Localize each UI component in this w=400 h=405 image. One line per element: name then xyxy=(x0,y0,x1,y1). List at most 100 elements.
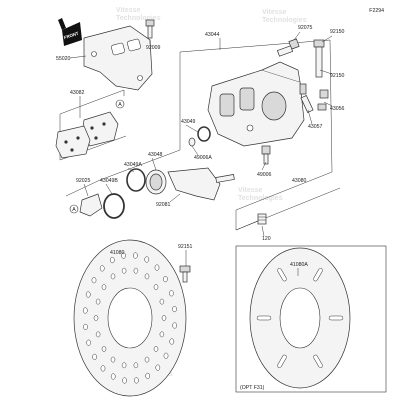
svg-text:Technologies: Technologies xyxy=(262,17,307,24)
brake-disc-41080 xyxy=(73,239,187,397)
disc-hole xyxy=(133,252,138,259)
disc-slot xyxy=(313,354,323,368)
disc-hole xyxy=(121,252,126,259)
part-label-43049b: 43049B xyxy=(100,178,118,184)
part-label-43049: 43049 xyxy=(181,119,196,125)
part-label-41080a: 41080A xyxy=(290,262,308,268)
piston-43048 xyxy=(145,169,167,195)
leader-lines xyxy=(69,31,333,276)
disc-hole xyxy=(159,298,165,305)
disc-slot xyxy=(313,268,323,282)
disc-hole xyxy=(95,298,101,305)
svg-text:A: A xyxy=(72,207,76,213)
part-label-55020: 55020 xyxy=(56,56,71,62)
part-label-92151: 92151 xyxy=(178,244,193,250)
disc-hole xyxy=(110,273,116,280)
part-labels: 92009 55020 43044 92075 92150 92150 4308… xyxy=(56,25,345,391)
disc-hole xyxy=(153,284,159,290)
disc-hole xyxy=(121,362,127,369)
piston-seal-43049a xyxy=(126,168,146,192)
part-label-120: 120 xyxy=(262,236,271,242)
disc-hole xyxy=(133,267,139,274)
front-arrow-icon: FRONT xyxy=(58,18,82,46)
disc-hole xyxy=(110,373,116,380)
disc-hole xyxy=(83,323,88,330)
part-label-92075: 92075 xyxy=(298,25,313,31)
plug-120 xyxy=(257,213,267,225)
front-badge-label: FRONT xyxy=(63,31,79,41)
disc-hole xyxy=(110,356,116,363)
slide-pin-92075 xyxy=(276,38,300,57)
bolt-92009 xyxy=(145,19,155,39)
part-label-92150b: 92150 xyxy=(330,73,345,79)
disc-bolt-92151 xyxy=(179,265,191,283)
callout-a-marker: A A xyxy=(69,99,125,214)
bolt-92150 xyxy=(299,39,329,99)
disc-hole xyxy=(121,267,127,274)
disc-hole xyxy=(163,276,168,283)
disc-hole xyxy=(144,356,150,363)
svg-text:Technologies: Technologies xyxy=(238,195,283,202)
disc-hole xyxy=(109,257,115,264)
part-label-41080: 41080 xyxy=(110,250,125,256)
disc-hole xyxy=(93,315,99,321)
option-label: (OPT F31) xyxy=(240,385,265,391)
bolt-49006 xyxy=(261,145,271,165)
part-label-92009: 92009 xyxy=(146,45,161,51)
dust-seal-43049b xyxy=(103,193,125,219)
disc-hole xyxy=(122,377,127,384)
part-label-49006: 49006 xyxy=(257,172,272,178)
disc-hole xyxy=(99,265,105,272)
piston-seal-43049 xyxy=(197,126,211,142)
bleeder-valve xyxy=(300,95,327,113)
disc-hole xyxy=(163,352,169,359)
svg-text:Vitesse: Vitesse xyxy=(262,9,286,16)
brake-pads xyxy=(55,111,119,159)
disc-hole xyxy=(172,322,178,329)
disc-hole xyxy=(86,339,91,346)
svg-text:Technologies: Technologies xyxy=(116,15,161,22)
disc-hole xyxy=(169,290,174,297)
disc-hole xyxy=(153,346,159,352)
disc-hole xyxy=(92,353,97,360)
disc-hole xyxy=(155,364,161,371)
caliper-body xyxy=(207,61,305,147)
part-label-92025: 92025 xyxy=(76,178,91,184)
disc-hole xyxy=(82,307,88,314)
caliper-holder-92081 xyxy=(167,167,235,201)
disc-slot xyxy=(277,268,287,282)
disc-hole xyxy=(145,372,151,379)
disc-hole xyxy=(101,346,107,352)
part-label-43080: 43080 xyxy=(292,178,307,184)
part-label-43049a: 43049A xyxy=(124,162,142,168)
svg-text:Vitesse: Vitesse xyxy=(116,7,140,14)
disc-hole xyxy=(85,291,91,298)
disc-hole xyxy=(91,277,97,284)
option-box xyxy=(235,245,387,393)
disc-hole xyxy=(100,365,106,372)
dust-seal-49006a xyxy=(188,137,196,147)
svg-text:A: A xyxy=(118,102,122,108)
disc-hole xyxy=(133,362,139,369)
diagram-id: F2294 xyxy=(369,8,384,14)
part-label-43056: 43056 xyxy=(330,106,345,112)
part-label-43048: 43048 xyxy=(148,152,163,158)
disc-hole xyxy=(161,315,167,321)
disc-slot xyxy=(328,315,344,321)
svg-text:Vitesse: Vitesse xyxy=(238,187,262,194)
part-label-43044: 43044 xyxy=(205,32,220,38)
disc-hole xyxy=(172,306,177,313)
disc-hole xyxy=(169,338,175,345)
part-label-92081: 92081 xyxy=(156,202,171,208)
part-label-49006a: 49006A xyxy=(194,155,212,161)
part-label-43057: 43057 xyxy=(308,124,323,130)
disc-hole xyxy=(144,256,150,263)
disc-hole xyxy=(144,273,150,280)
disc-hole xyxy=(134,377,139,384)
caliper-bracket xyxy=(83,25,153,91)
part-label-43082: 43082 xyxy=(70,90,85,96)
disc-hole xyxy=(95,331,101,338)
pad-spring-92025 xyxy=(79,193,103,217)
